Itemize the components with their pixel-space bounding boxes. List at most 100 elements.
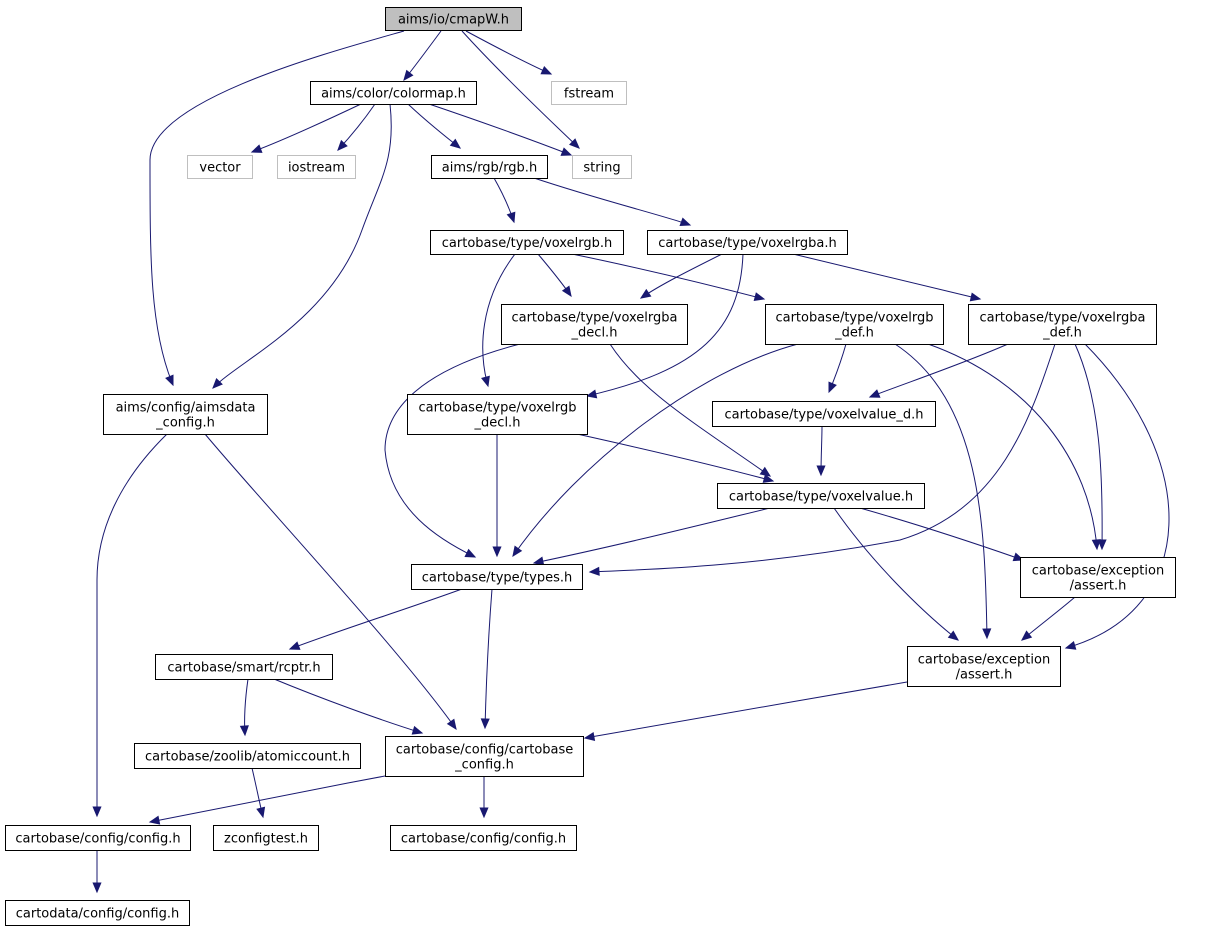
edge-config_left-to-cartodata_config xyxy=(92,849,102,894)
edge-voxelrgb-to-voxelrgba_decl xyxy=(537,253,572,298)
arrow-head-icon xyxy=(506,211,516,224)
arrow-head-icon xyxy=(512,545,523,558)
edge-voxelrgba_decl-to-types xyxy=(384,343,521,558)
node-box xyxy=(277,155,356,179)
arrow-head-icon xyxy=(569,138,580,149)
arrow-head-icon xyxy=(762,474,775,483)
node-cartobase-config[interactable]: cartobase/config/cartobase_config.h xyxy=(385,736,584,777)
arrow-head-icon xyxy=(1091,539,1101,551)
node-rcptr[interactable]: cartobase/smart/rcptr.h xyxy=(155,654,333,680)
edge-voxelrgb-to-voxelrgb_def xyxy=(571,253,766,302)
node-rgb[interactable]: aims/rgb/rgb.h xyxy=(431,155,548,179)
edge-line xyxy=(1074,343,1103,550)
edge-voxelrgba-to-voxelrgba_decl xyxy=(639,253,723,299)
node-box xyxy=(310,81,477,105)
edge-line xyxy=(792,253,981,300)
arrow-head-icon xyxy=(947,630,960,641)
edge-voxelvalue-to-types xyxy=(532,507,771,566)
node-label: cartobase/zoolib/atomiccount.h xyxy=(145,750,350,765)
node-box xyxy=(187,155,253,179)
edge-cmapw-to-aimsdata_config xyxy=(149,30,405,387)
node-fstream: fstream xyxy=(551,81,627,105)
node-assert1[interactable]: cartobase/exception/assert.h xyxy=(1020,557,1176,598)
arrow-head-icon xyxy=(679,217,692,227)
nodes-layer: aims/io/cmapW.h aims/color/colormap.h fstr… xyxy=(5,7,1176,926)
arrow-head-icon xyxy=(403,69,414,82)
node-label: cartobase/type/voxelrgba.h xyxy=(658,236,836,251)
node-box xyxy=(390,825,577,851)
edge-line xyxy=(96,433,168,816)
edge-line xyxy=(461,30,580,149)
edge-rgb-to-voxelrgb xyxy=(493,177,516,224)
arrow-head-icon xyxy=(92,882,102,894)
edge-line xyxy=(1065,343,1170,649)
node-box xyxy=(134,743,361,769)
node-box xyxy=(5,900,190,926)
edge-line xyxy=(1021,596,1076,641)
node-voxelrgb[interactable]: cartobase/type/voxelrgb.h xyxy=(430,230,624,255)
arrow-head-icon xyxy=(480,718,490,730)
edge-voxelrgba_def-to-types xyxy=(588,343,1056,576)
node-label: /assert.h xyxy=(1070,579,1127,594)
edge-line xyxy=(584,681,908,739)
node-label: _def.h xyxy=(834,326,874,341)
arrow-head-icon xyxy=(1021,630,1033,641)
node-label: string xyxy=(583,161,620,176)
arrow-head-icon xyxy=(868,389,881,398)
node-voxelrgb-def[interactable]: cartobase/type/voxelrgb_def.h xyxy=(765,304,944,345)
edge-line xyxy=(149,30,405,386)
edge-voxelrgb-to-voxelrgb_decl xyxy=(481,253,516,388)
node-aimsdata-config[interactable]: aims/config/aimsdata_config.h xyxy=(103,394,268,435)
node-voxelrgba-decl[interactable]: cartobase/type/voxelrgba_decl.h xyxy=(501,304,688,345)
arrow-head-icon xyxy=(639,288,652,299)
node-box xyxy=(968,304,1157,345)
node-types[interactable]: cartobase/type/types.h xyxy=(411,564,583,590)
edge-line xyxy=(273,678,423,734)
node-label: cartobase/type/voxelrgba xyxy=(511,311,677,326)
node-label: cartobase/config/config.h xyxy=(15,832,180,847)
node-box xyxy=(103,394,268,435)
edge-line xyxy=(859,507,1024,561)
node-label: cartobase/type/voxelrgb xyxy=(775,311,933,326)
node-config-mid[interactable]: cartobase/config/config.h xyxy=(390,825,577,851)
node-config-left[interactable]: cartobase/config/config.h xyxy=(5,825,191,851)
node-box xyxy=(385,736,584,777)
node-voxelrgb-decl[interactable]: cartobase/type/voxelrgb_decl.h xyxy=(407,394,588,435)
edge-line xyxy=(428,103,572,156)
node-label: aims/config/aimsdata xyxy=(116,401,256,416)
node-box xyxy=(572,155,632,179)
node-string: string xyxy=(572,155,632,179)
node-label: aims/io/cmapW.h xyxy=(398,13,509,28)
node-voxelvalue-d[interactable]: cartobase/type/voxelvalue_d.h xyxy=(712,401,936,427)
node-cmapw[interactable]: aims/io/cmapW.h xyxy=(385,7,522,31)
node-vector: vector xyxy=(187,155,253,179)
node-label: cartobase/type/voxelvalue.h xyxy=(729,490,913,505)
edge-aimsdata_config-to-cartobase_config xyxy=(204,433,457,731)
node-label: cartobase/smart/rcptr.h xyxy=(167,661,320,676)
arrow-head-icon xyxy=(532,556,545,566)
node-colormap[interactable]: aims/color/colormap.h xyxy=(310,81,477,105)
edge-voxelrgb_decl-to-voxelvalue xyxy=(576,433,775,483)
arrow-head-icon xyxy=(1064,641,1077,650)
node-assert2[interactable]: cartobase/exception/assert.h xyxy=(907,646,1061,687)
edge-assert1-to-assert2 xyxy=(1021,596,1076,641)
edge-voxelrgba-to-voxelrgba_def xyxy=(792,253,982,302)
node-atomiccount[interactable]: cartobase/zoolib/atomiccount.h xyxy=(134,743,361,769)
edge-line xyxy=(289,588,463,650)
arrow-head-icon xyxy=(1097,539,1107,551)
node-voxelvalue[interactable]: cartobase/type/voxelvalue.h xyxy=(717,483,925,509)
node-cartodata-config[interactable]: cartodata/config/config.h xyxy=(5,900,190,926)
node-voxelrgba[interactable]: cartobase/type/voxelrgba.h xyxy=(647,230,848,255)
edge-line xyxy=(833,507,959,641)
node-box xyxy=(155,654,333,680)
edge-voxelrgb_def-to-voxelvalue_d xyxy=(828,343,847,394)
arrow-head-icon xyxy=(753,292,766,302)
edges-layer xyxy=(92,30,1170,894)
edge-line xyxy=(384,343,521,558)
edge-line xyxy=(407,103,461,149)
edge-line xyxy=(576,433,774,482)
node-voxelrgba-def[interactable]: cartobase/type/voxelrgba_def.h xyxy=(968,304,1157,345)
edge-line xyxy=(251,103,362,153)
node-zconfigtest[interactable]: zconfigtest.h xyxy=(213,825,319,851)
